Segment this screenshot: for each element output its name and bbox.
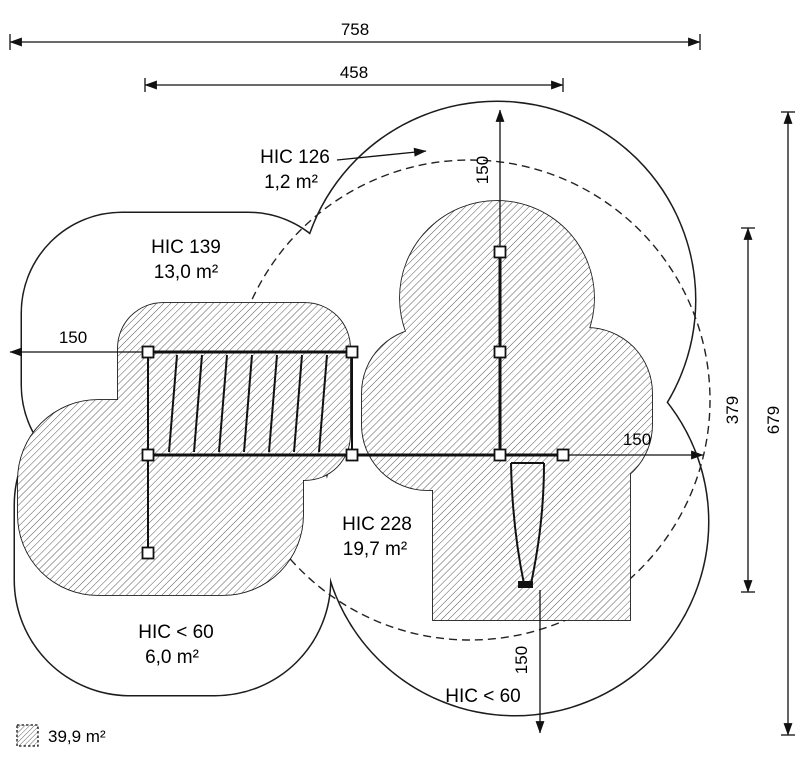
dim-top-150: 150 xyxy=(473,156,492,184)
dim-left-150: 150 xyxy=(59,328,87,347)
dim-right-150: 150 xyxy=(623,430,651,449)
hic139-label: HIC 139 xyxy=(151,237,221,258)
hic60-left-area: 6,0 m² xyxy=(145,647,199,668)
dimension-labels: 758 458 150 150 150 150 379 679 xyxy=(59,20,783,674)
ladder-rungs xyxy=(168,354,328,453)
play-structure-plan xyxy=(141,245,570,588)
dim-bottom-150: 150 xyxy=(512,646,531,674)
dim-458: 458 xyxy=(340,63,368,82)
dim-379: 379 xyxy=(723,396,742,424)
hic126-pointer-arrow xyxy=(336,147,427,161)
hic228-area: 19,7 m² xyxy=(343,539,407,560)
zone-labels: HIC 126 1,2 m² HIC 139 13,0 m² HIC 228 1… xyxy=(138,147,521,707)
legend-total-area: 39,9 m² xyxy=(48,727,106,746)
dim-758: 758 xyxy=(341,20,369,39)
dimension-lines xyxy=(9,34,795,736)
post-anchors xyxy=(141,245,570,560)
legend-hatch-icon xyxy=(16,724,39,747)
hic126-area: 1,2 m² xyxy=(264,172,318,193)
slide-foot xyxy=(518,581,533,588)
hic60-bottom-label: HIC < 60 xyxy=(445,686,521,707)
hic126-label: HIC 126 xyxy=(260,147,330,168)
hic228-label: HIC 228 xyxy=(342,514,412,535)
hic126-falling-space-circle xyxy=(229,159,711,641)
dim-679: 679 xyxy=(764,406,783,434)
hic139-area: 13,0 m² xyxy=(154,262,218,283)
legend: 39,9 m² xyxy=(16,724,106,747)
hic60-left-label: HIC < 60 xyxy=(138,622,214,643)
hatched-footprint-fill xyxy=(18,201,652,620)
slide-chute xyxy=(510,462,545,585)
